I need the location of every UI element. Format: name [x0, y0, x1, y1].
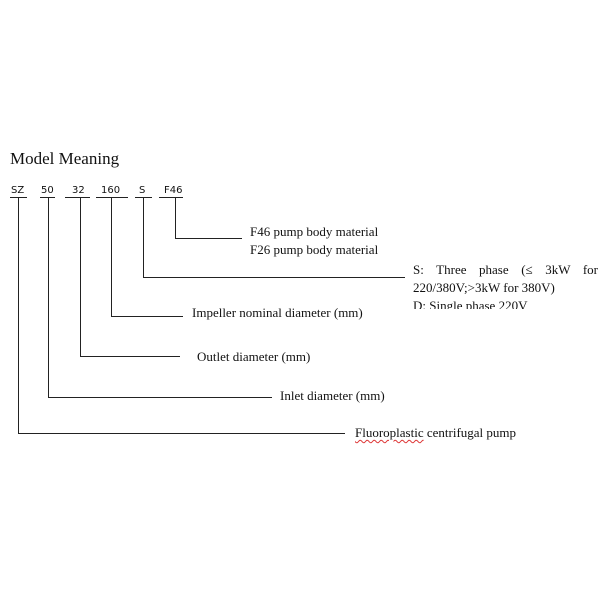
code-sz: SZ [11, 185, 25, 196]
code-outlet: 32 [72, 185, 85, 196]
leader-32 [80, 197, 180, 357]
spellcheck-word: Fluoroplastic [355, 425, 424, 440]
material-f46-label: F46 pump body material [250, 224, 379, 239]
leader-sz [18, 197, 345, 434]
pump-type-rest: centrifugal pump [423, 425, 517, 440]
pump-type-label: Fluoroplastic centrifugal pump [355, 425, 516, 440]
code-material: F46 [164, 185, 183, 196]
phase-line-3: D: Single phase 220V [413, 298, 528, 309]
leader-s [143, 197, 405, 278]
code-inlet: 50 [41, 185, 54, 196]
diagram-title: Model Meaning [10, 149, 120, 168]
outlet-label: Outlet diameter (mm) [197, 349, 311, 364]
inlet-label: Inlet diameter (mm) [280, 388, 385, 403]
material-f26-label: F26 pump body material [250, 242, 379, 257]
phase-line-2: 220/380V;>3kW for 380V) [413, 280, 555, 295]
code-phase: S [139, 185, 146, 196]
leader-160 [111, 197, 183, 317]
leader-f46 [175, 197, 242, 239]
phase-description: S: Three phase (≤ 3kW for 220/380V;>3kW … [413, 261, 598, 309]
phase-line-1: S: Three phase (≤ 3kW for [413, 262, 598, 277]
code-impeller: 160 [101, 185, 121, 196]
impeller-label: Impeller nominal diameter (mm) [192, 305, 363, 320]
leader-50 [48, 197, 272, 398]
